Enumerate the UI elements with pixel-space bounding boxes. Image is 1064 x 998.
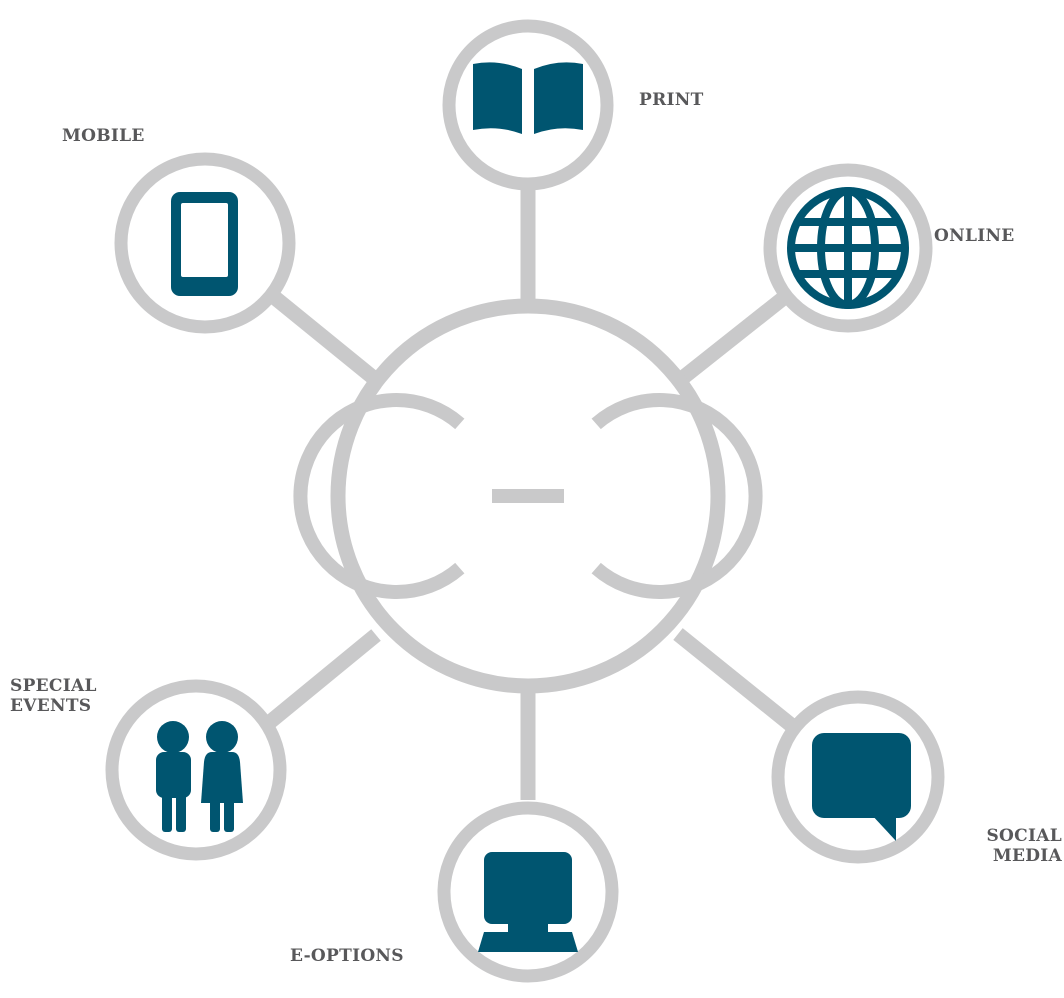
connector-social-media: [673, 628, 796, 731]
node-special-events: [105, 679, 287, 861]
label-social-media-line2: MEDIA: [992, 846, 1062, 866]
connector-mobile: [269, 291, 381, 386]
connector-online: [675, 290, 791, 386]
node-online: [763, 163, 933, 333]
label-online: ONLINE: [934, 226, 1015, 246]
connectors: [265, 180, 796, 800]
interlocking-c-logo-icon: [293, 393, 763, 599]
globe-icon: [787, 187, 909, 309]
node-e-options: [437, 801, 619, 983]
label-special-events-line2: EVENTS: [10, 696, 92, 716]
hub: [293, 298, 763, 694]
label-special-events-line1: SPECIAL: [10, 676, 97, 696]
label-print: PRINT: [639, 90, 704, 110]
label-special-events: SPECIAL EVENTS: [10, 676, 97, 716]
node-mobile: [114, 152, 296, 334]
computer-monitor-icon: [478, 852, 578, 952]
node-social-media: [771, 690, 945, 864]
people-icon: [156, 721, 243, 832]
label-e-options: E-OPTIONS: [290, 946, 404, 966]
label-mobile: MOBILE: [62, 126, 145, 146]
label-social-media-line1: SOCIAL: [986, 826, 1062, 846]
special-events-ring: [105, 679, 287, 861]
tablet-icon: [171, 192, 238, 296]
print-ring: [442, 19, 614, 191]
open-book-icon: [473, 62, 583, 135]
label-social-media: SOCIAL MEDIA: [986, 826, 1062, 866]
speech-bubble-icon: [812, 733, 911, 841]
node-print: [442, 19, 614, 191]
connector-special-events: [265, 629, 381, 728]
